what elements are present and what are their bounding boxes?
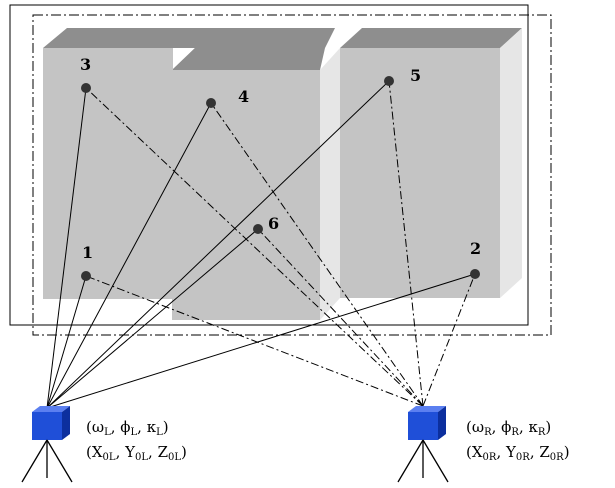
left-camera <box>21 406 73 483</box>
dash-dot-frame <box>32 14 552 336</box>
ray-left-to-pt3 <box>46 87 87 409</box>
block-top-face-left <box>43 28 335 70</box>
point-label-6: 6 <box>268 214 279 233</box>
block-side-face-right <box>500 28 522 298</box>
ray-left-to-pt4 <box>46 102 212 409</box>
left-rotation-label: (ωL, ϕL, κL) <box>86 418 169 438</box>
left-position-label: (X0L, Y0L, Z0L) <box>86 443 187 463</box>
camera-icon <box>408 406 446 440</box>
right-position-label: (X0R, Y0R, Z0R) <box>466 443 570 463</box>
solid-frame <box>9 4 529 326</box>
point-label-5: 5 <box>410 66 421 85</box>
ray-left-to-pt2 <box>46 273 476 409</box>
ray-left-to-pt5 <box>46 80 390 409</box>
projection-rays <box>46 80 476 409</box>
block-top-face-right <box>340 28 522 48</box>
ray-left-to-pt6 <box>46 228 259 409</box>
ray-left-to-pt1 <box>46 275 87 409</box>
point-label-4: 4 <box>238 87 249 106</box>
block-front-face-middle <box>172 70 320 320</box>
block-front-face-right <box>340 48 500 298</box>
right-camera <box>397 406 449 483</box>
tripod-icon <box>21 439 73 483</box>
right-rotation-label: (ωR, ϕR, κR) <box>466 418 551 438</box>
target-points: 1 2 3 4 5 6 <box>80 55 481 281</box>
point-label-2: 2 <box>470 239 481 258</box>
target-point-6 <box>253 224 263 234</box>
camera-icon <box>32 406 70 440</box>
target-point-4 <box>206 98 216 108</box>
block-front-face-left <box>43 48 173 299</box>
point-label-1: 1 <box>82 243 93 262</box>
ray-right-to-pt5 <box>388 80 424 407</box>
ray-right-to-pt2 <box>422 273 476 407</box>
target-point-5 <box>384 76 394 86</box>
tripod-icon <box>397 439 449 483</box>
ray-right-to-pt1 <box>85 275 424 407</box>
target-point-3 <box>81 83 91 93</box>
block-top-face-notch <box>172 48 325 70</box>
target-point-1 <box>81 271 91 281</box>
block-side-face-middle <box>320 48 340 320</box>
point-label-3: 3 <box>80 55 91 74</box>
ray-right-to-pt3 <box>85 87 424 407</box>
ray-right-to-pt4 <box>210 102 424 407</box>
target-point-2 <box>470 269 480 279</box>
